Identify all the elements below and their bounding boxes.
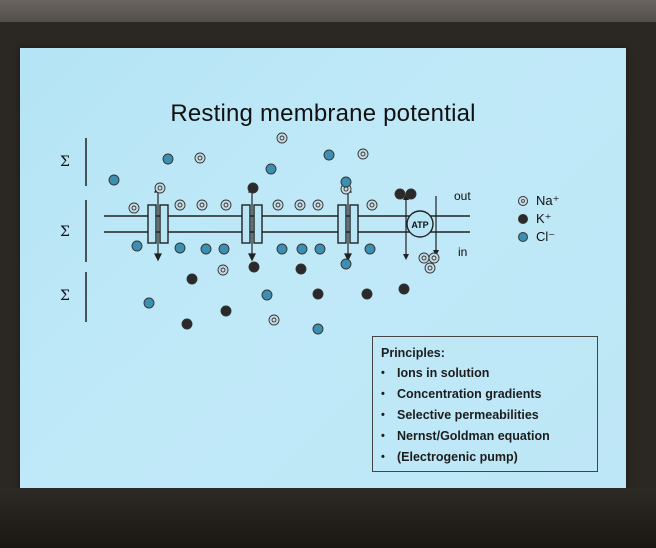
cl-ion-icon: [518, 232, 528, 242]
projection-screen: Resting membrane potential Σ Σ Σ: [0, 22, 656, 506]
legend-item-na: Na⁺: [518, 192, 618, 210]
cl-ions: [108, 149, 376, 335]
atp-label: ATP: [411, 220, 428, 230]
principles-item: Selective permeabilities: [381, 405, 589, 426]
slide-title: Resting membrane potential: [170, 100, 476, 127]
na-ion-icon: [518, 196, 528, 206]
ion-legend: Na⁺ K⁺ Cl⁻: [518, 192, 618, 246]
slide: Resting membrane potential Σ Σ Σ: [20, 48, 626, 506]
label-out: out: [454, 189, 471, 203]
sigma-label-middle: Σ: [60, 224, 70, 240]
ion-channels: [147, 204, 359, 244]
sigma-label-top: Σ: [60, 154, 70, 170]
na-ions: [128, 132, 440, 326]
membrane-diagram: Σ Σ Σ: [60, 132, 471, 335]
principles-item: Nernst/Goldman equation: [381, 426, 589, 447]
principles-list: Ions in solution Concentration gradients…: [381, 363, 589, 468]
ions: [108, 132, 440, 335]
legend-label-cl: Cl⁻: [536, 229, 556, 244]
principles-item: Ions in solution: [381, 363, 589, 384]
legend-label-na: Na⁺: [536, 193, 560, 208]
sigma-markers: Σ Σ Σ: [60, 138, 87, 322]
k-ion-icon: [518, 214, 528, 224]
principles-item: (Electrogenic pump): [381, 447, 589, 468]
principles-item: Concentration gradients: [381, 384, 589, 405]
legend-item-k: K⁺: [518, 210, 618, 228]
legend-item-cl: Cl⁻: [518, 228, 618, 246]
atp-pump: ATP: [403, 194, 439, 260]
principles-heading: Principles:: [381, 346, 445, 360]
legend-label-k: K⁺: [536, 211, 552, 226]
principles-box: Principles: Ions in solution Concentrati…: [372, 336, 598, 472]
room-floor-bottom: [0, 488, 656, 548]
sigma-label-bottom: Σ: [60, 288, 70, 304]
label-in: in: [458, 245, 467, 259]
k-ions: [181, 182, 417, 330]
